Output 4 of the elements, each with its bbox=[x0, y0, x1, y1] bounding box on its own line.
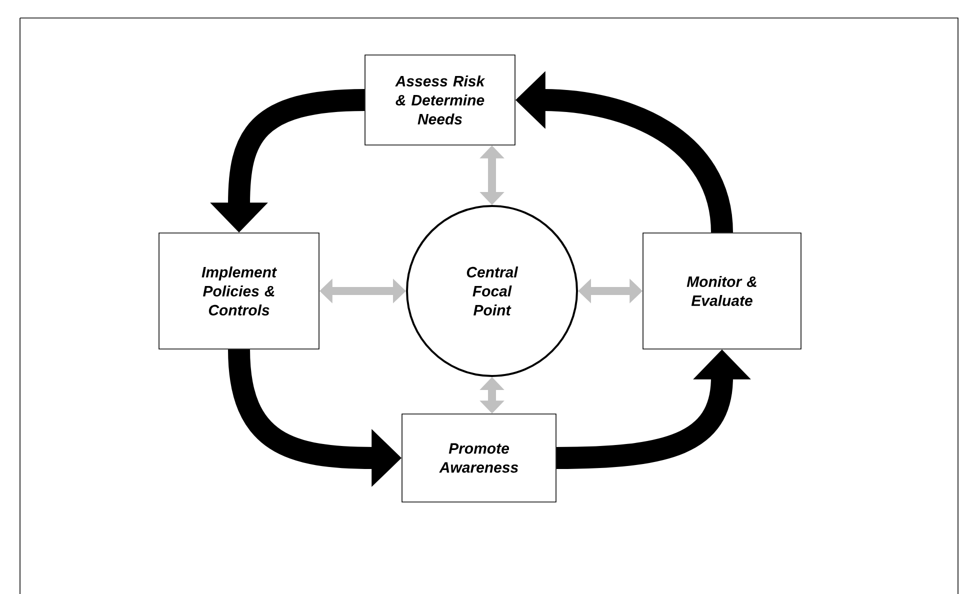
process-box: Implement Policies & Controls bbox=[158, 232, 320, 350]
process-box: Promote Awareness bbox=[402, 414, 556, 502]
process-box: Monitor & Evaluate bbox=[642, 232, 802, 350]
process-box: Assess Risk & Determine Needs bbox=[364, 54, 516, 146]
